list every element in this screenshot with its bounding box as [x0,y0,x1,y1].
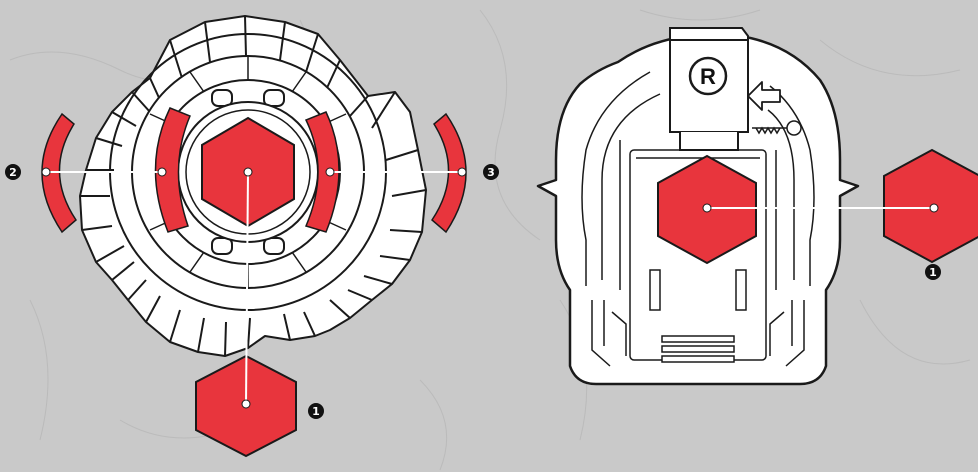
leader-lines-left [46,171,462,405]
inner-left-arc [154,107,191,233]
spinning-top-diagram: 1 2 3 [5,15,499,458]
leader-dots-left [41,167,467,409]
callout-number: 1 [929,266,937,279]
callout-marker-1-right: 1 [925,264,941,280]
callout-marker-3: 3 [483,164,499,180]
callout-number: 2 [9,166,17,179]
direction-arrow-icon [747,81,781,111]
callout-number: 3 [487,166,495,179]
leader-dots-right [702,203,939,213]
key-icon [752,120,802,136]
r-button-circle [688,56,728,96]
callout-marker-1-left: 1 [308,403,324,419]
launcher-diagram: R 1 [536,27,978,386]
r-button-letter: R [700,64,716,89]
launcher-grip-slots [649,269,747,363]
callout-number: 1 [312,405,320,418]
inner-right-arc [304,111,340,233]
callout-marker-2: 2 [5,164,21,180]
